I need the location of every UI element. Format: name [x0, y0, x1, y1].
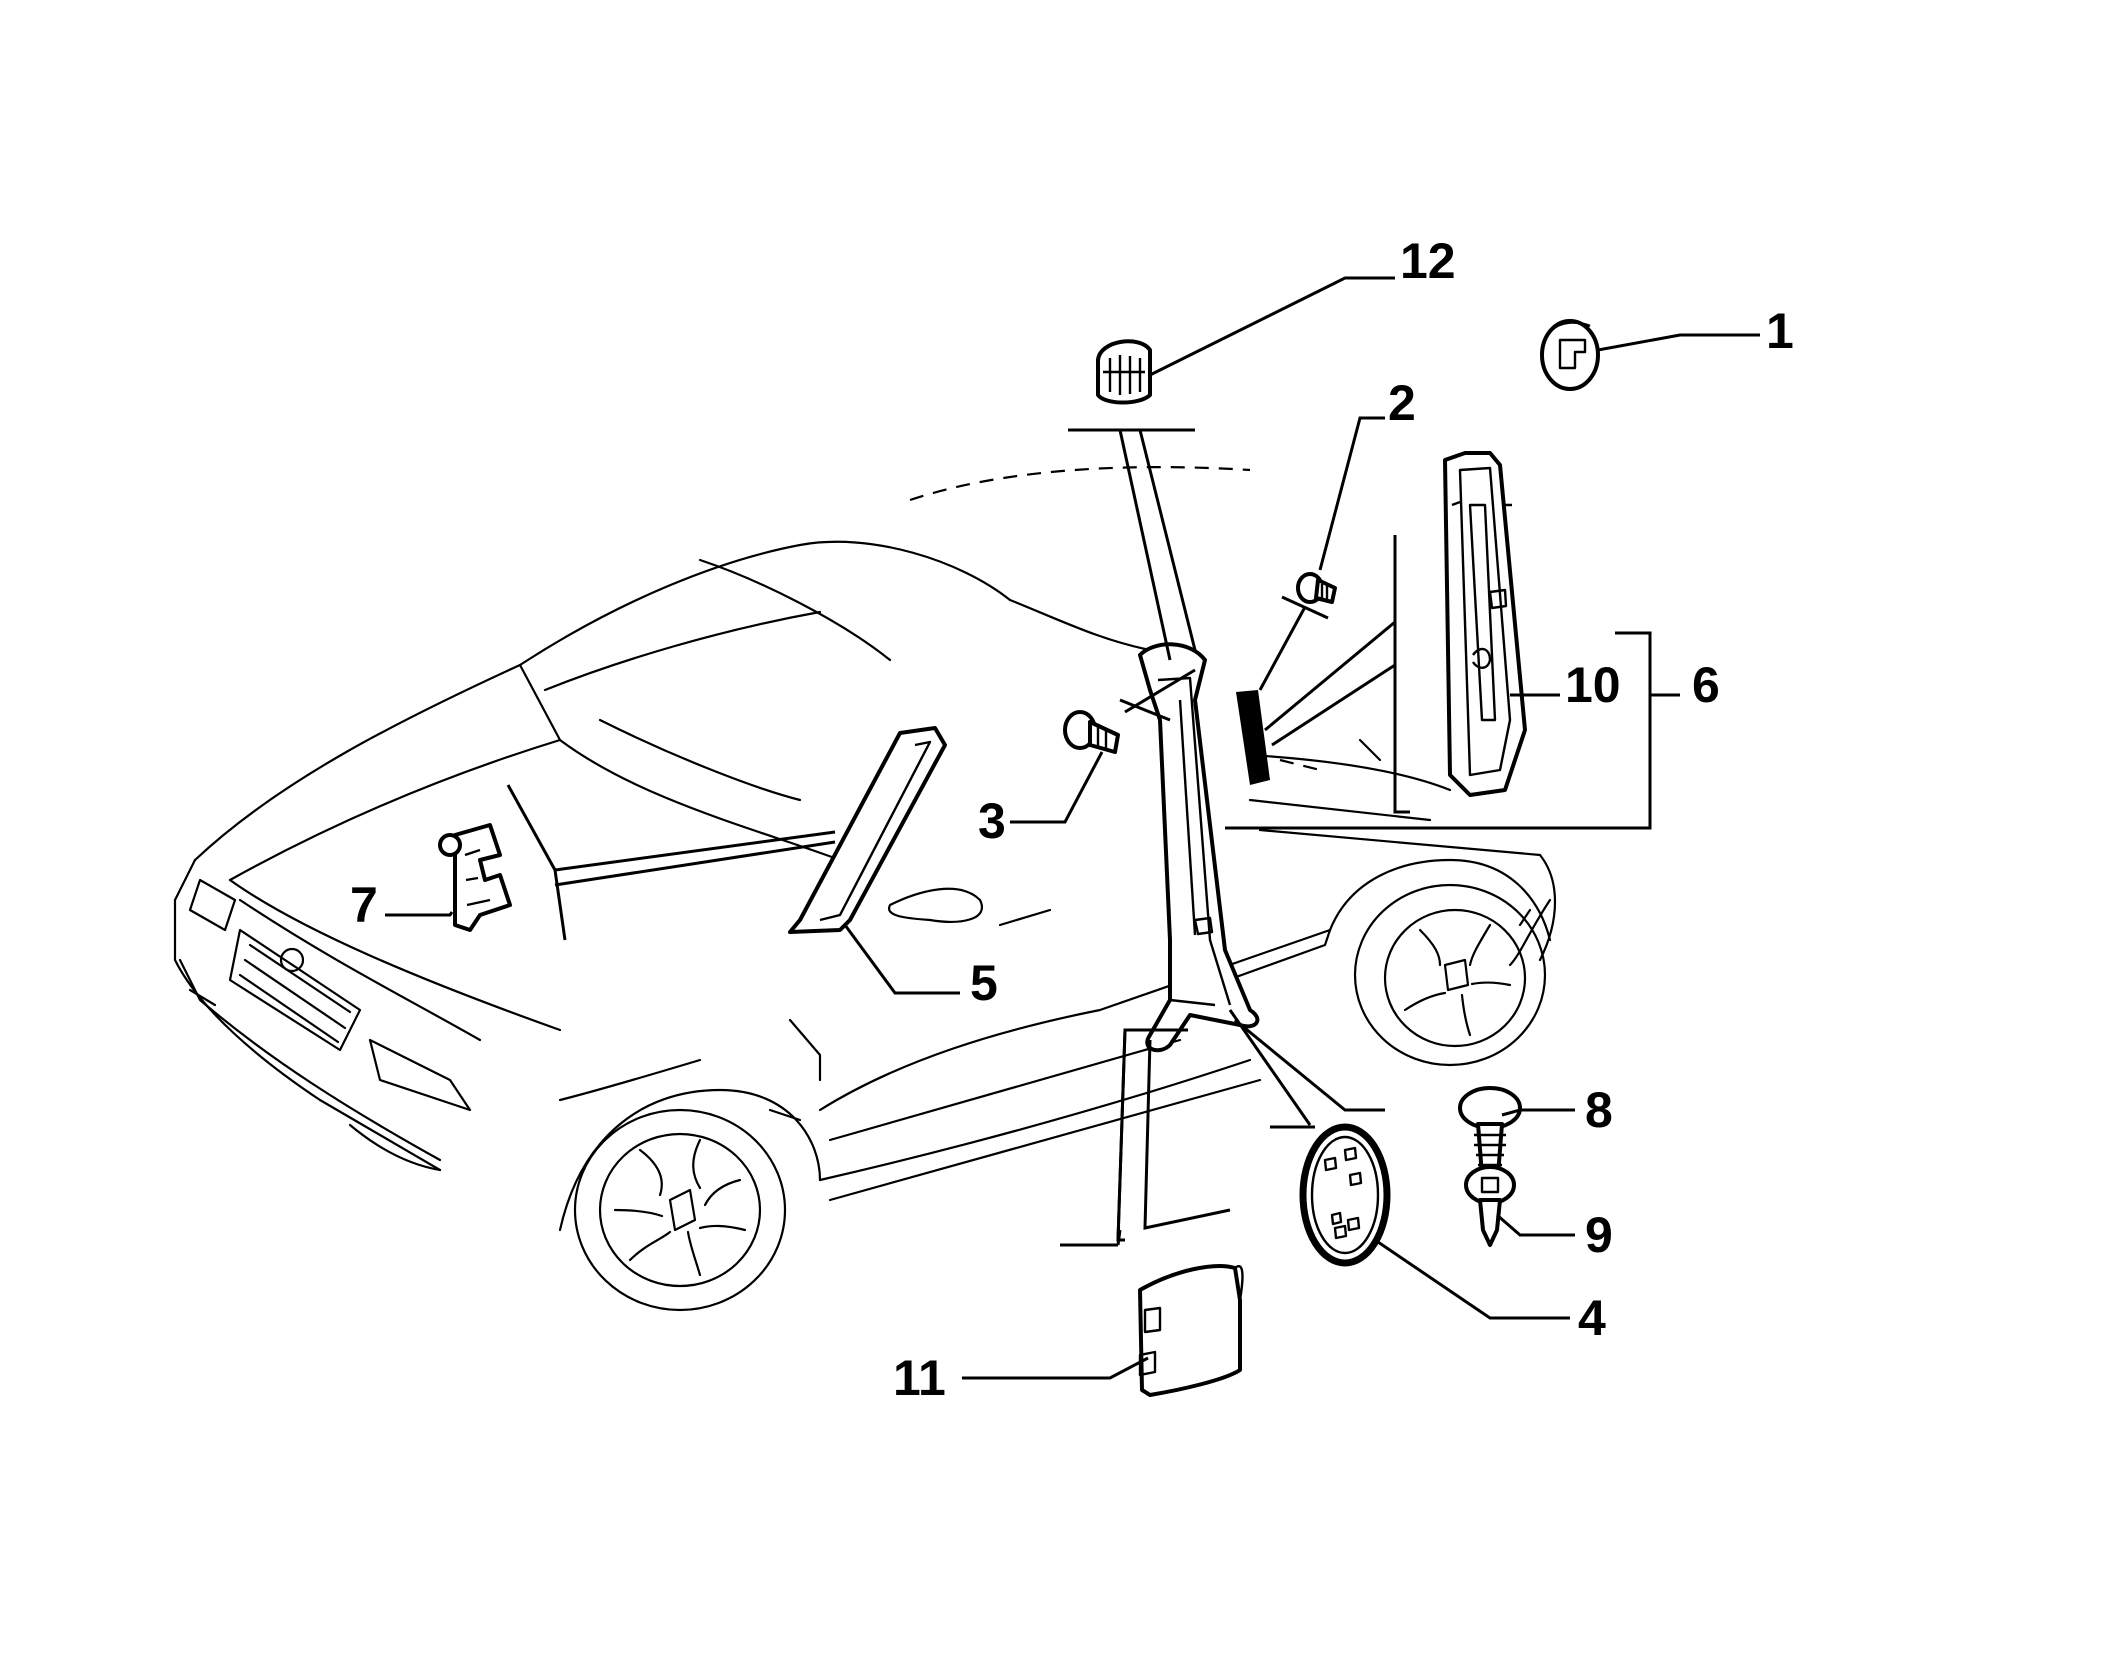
part-4-cap — [1299, 1123, 1391, 1267]
part-7-bracket — [438, 823, 512, 932]
part-3-pin — [1063, 710, 1120, 754]
callout-6: 6 — [1692, 657, 1720, 713]
callout-5: 5 — [970, 955, 998, 1011]
callout-11: 11 — [893, 1350, 946, 1406]
part-11-cover — [1138, 1264, 1244, 1397]
part-5-a-pillar — [788, 726, 947, 934]
callout-8: 8 — [1585, 1082, 1613, 1138]
callout-10: 10 — [1565, 657, 1621, 713]
callout-12: 12 — [1400, 233, 1456, 289]
leader-lines — [385, 276, 1760, 1380]
part-6-strip — [1236, 690, 1270, 785]
part-1-clip — [1540, 319, 1600, 391]
part-12-clip — [1096, 339, 1152, 405]
part-2-screw — [1296, 572, 1337, 604]
callout-2: 2 — [1388, 375, 1416, 431]
callout-4: 4 — [1578, 1290, 1606, 1346]
part-8-fastener — [1458, 1086, 1522, 1177]
b-pillar-trim — [1138, 642, 1260, 1053]
callout-1: 1 — [1766, 303, 1794, 359]
callout-3: 3 — [978, 793, 1006, 849]
callout-9: 9 — [1585, 1207, 1613, 1263]
part-10-panel — [1443, 451, 1527, 797]
car-outline — [173, 466, 1556, 1312]
callout-labels: 1 2 3 4 5 6 7 8 9 10 11 12 — [350, 233, 1794, 1406]
part-9-screw — [1464, 1165, 1516, 1247]
callout-7: 7 — [350, 877, 378, 933]
